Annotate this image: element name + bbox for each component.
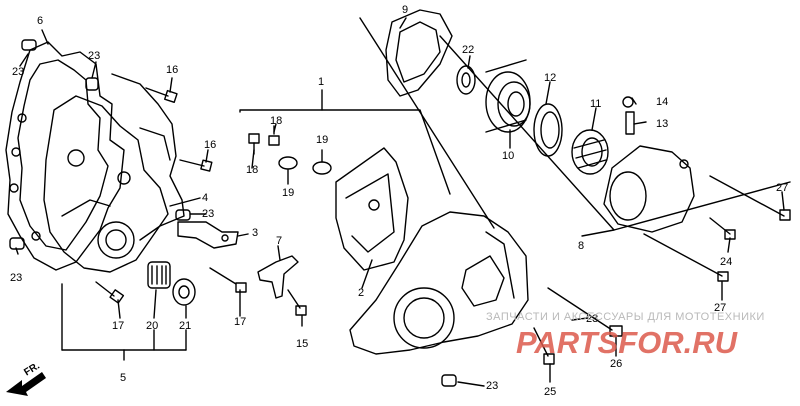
dowel-23a <box>21 39 37 51</box>
callout-19: 19 <box>282 187 295 199</box>
watermark-text: ЗАПЧАСТИ И АКСЕССУАРЫ ДЛЯ МОТОТЕХНИКИ <box>486 311 765 323</box>
oring-12 <box>533 103 563 157</box>
callout-15: 15 <box>296 338 309 350</box>
bolt-16b <box>179 159 205 167</box>
callout-27: 27 <box>714 302 727 314</box>
cover-opening <box>393 287 455 349</box>
callout-11: 11 <box>590 98 602 110</box>
watermark-logo: PARTSFOR.RU <box>516 325 738 360</box>
callout-16: 16 <box>204 139 217 151</box>
bolt-18b <box>268 135 280 146</box>
gasket-hole <box>17 113 27 123</box>
seal-22 <box>456 65 476 95</box>
callout-12: 12 <box>544 72 557 84</box>
callout-21: 21 <box>179 320 192 332</box>
callout-25: 25 <box>544 386 557 398</box>
callout-26: 26 <box>610 358 623 370</box>
bolt-25 <box>533 327 549 357</box>
gasket-inner <box>17 59 109 251</box>
gasket-hole <box>31 231 41 241</box>
dowel-23c <box>175 209 191 221</box>
callout-19: 19 <box>316 134 329 146</box>
callout-23: 23 <box>12 66 25 78</box>
lever-7 <box>257 255 299 299</box>
callout-27: 27 <box>776 182 789 194</box>
callout-18: 18 <box>270 115 283 127</box>
callout-10: 10 <box>502 150 515 162</box>
bolt-16a <box>145 87 169 97</box>
callout-23: 23 <box>10 272 23 284</box>
callout-3: 3 <box>252 227 259 239</box>
callout-17: 17 <box>234 316 247 328</box>
bolt-18a <box>248 133 260 144</box>
gasket-hole <box>11 147 21 157</box>
bolt-15 <box>287 289 301 309</box>
bolt-27b <box>643 233 723 277</box>
callout-14: 14 <box>656 96 669 108</box>
callout-18: 18 <box>246 164 259 176</box>
gasket-outline <box>5 41 125 271</box>
callout-17: 17 <box>112 320 125 332</box>
washer-19a <box>278 156 298 170</box>
dowel-23b <box>85 77 99 91</box>
gasket-9 <box>385 9 453 97</box>
callout-8: 8 <box>578 240 585 252</box>
front-arrow-icon <box>6 372 46 396</box>
diaphragm-11 <box>571 129 609 175</box>
callout-7: 7 <box>276 235 283 247</box>
cover-plate <box>349 211 529 355</box>
callout-5: 5 <box>120 372 127 384</box>
callout-4: 4 <box>202 192 209 204</box>
gasket-4 <box>111 73 185 241</box>
bolt-13 <box>625 111 635 135</box>
pump-body-2 <box>335 147 409 271</box>
callout-23: 23 <box>586 313 599 325</box>
callout-1: 1 <box>318 76 325 88</box>
rear-cover-body <box>43 95 169 273</box>
rear-cover-bore <box>97 221 135 259</box>
callout-13: 13 <box>656 118 669 130</box>
seal-21 <box>172 278 196 306</box>
bolt-24 <box>709 217 731 235</box>
callout-23: 23 <box>88 50 101 62</box>
nipple-14 <box>622 96 634 108</box>
washer-19b <box>312 161 332 175</box>
callout-23: 23 <box>202 208 215 220</box>
dowel-23f <box>441 374 457 387</box>
callout-20: 20 <box>146 320 159 332</box>
bearing-20 <box>147 261 171 289</box>
callout-23: 23 <box>486 380 499 392</box>
bolt-17b <box>209 267 237 285</box>
bolt-26 <box>547 287 613 331</box>
bolt-17a <box>95 281 115 297</box>
callout-16: 16 <box>166 64 179 76</box>
callout-2: 2 <box>358 287 365 299</box>
callout-24: 24 <box>720 256 733 268</box>
bracket-1 <box>239 109 451 195</box>
gasket-hole <box>9 183 19 193</box>
thermostat-cover <box>603 145 695 233</box>
callout-22: 22 <box>462 44 475 56</box>
bolt-27a <box>709 175 785 217</box>
bracket-3 <box>177 221 239 249</box>
callout-6: 6 <box>37 15 44 27</box>
callout-9: 9 <box>402 4 409 16</box>
